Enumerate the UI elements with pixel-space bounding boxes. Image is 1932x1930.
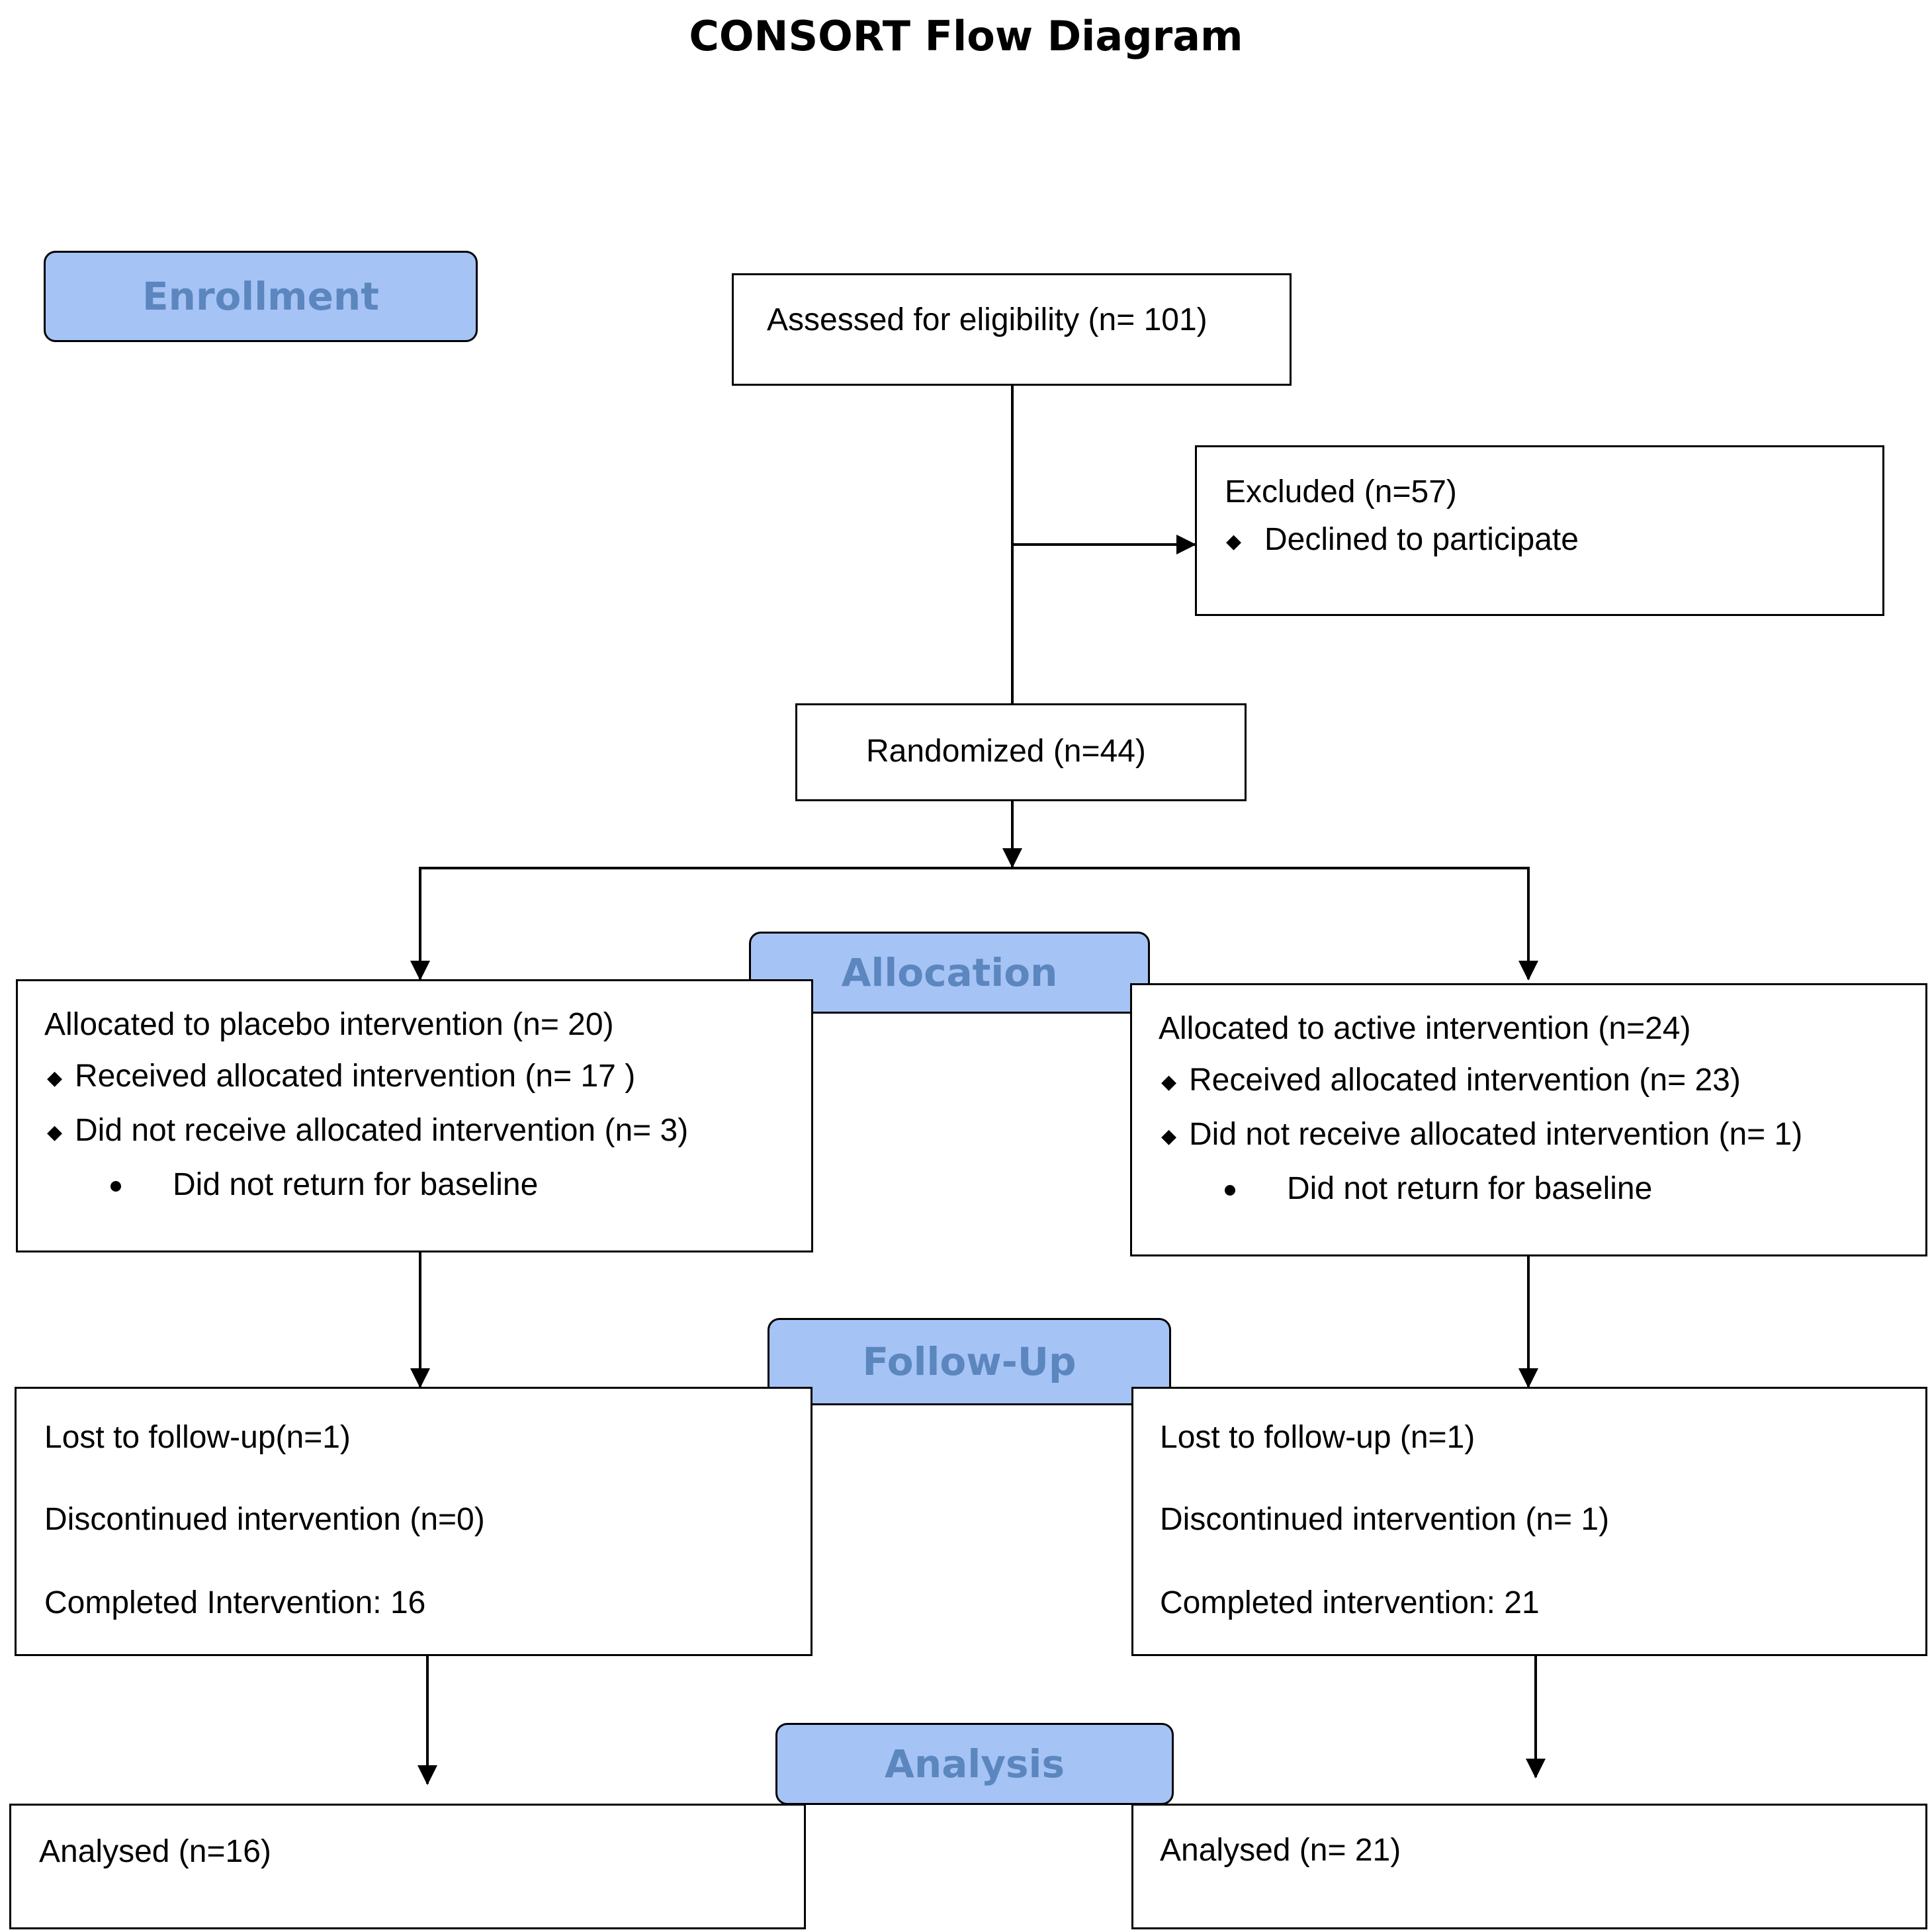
stage-analysis: Analysis [775, 1723, 1174, 1805]
placebo-not-received-item: ◆ Did not receive allocated intervention … [47, 1112, 688, 1149]
excluded-box: Excluded (n=57) ◆ Declined to participate [1195, 445, 1884, 616]
excluded-reason-item: ◆ Declined to participate [1226, 521, 1579, 558]
round-bullet-icon [110, 1181, 121, 1192]
stage-allocation: Allocation [749, 932, 1150, 1014]
placebo-followup-box: Lost to follow-up(n=1) Discontinued inte… [15, 1387, 812, 1656]
active-allocation-box: Allocated to active intervention (n=24) … [1130, 983, 1927, 1256]
placebo-lost: Lost to follow-up(n=1) [44, 1420, 351, 1455]
active-analysis-box: Analysed (n= 21) [1131, 1804, 1927, 1929]
active-lost: Lost to follow-up (n=1) [1160, 1420, 1475, 1455]
excluded-reason: Declined to participate [1264, 522, 1579, 557]
placebo-completed: Completed Intervention: 16 [44, 1585, 426, 1620]
active-followup-box: Lost to follow-up (n=1) Discontinued int… [1131, 1387, 1927, 1656]
placebo-reason: Did not return for baseline [173, 1167, 539, 1202]
active-alloc-title: Allocated to active intervention (n=24) [1159, 1011, 1691, 1046]
active-not-received: Did not receive allocated intervention (… [1189, 1117, 1803, 1152]
placebo-discontinued: Discontinued intervention (n=0) [44, 1502, 485, 1537]
active-received-item: ◆ Received allocated intervention (n= 23) [1161, 1062, 1741, 1098]
diamond-bullet-icon: ◆ [47, 1121, 63, 1143]
active-reason-item: Did not return for baseline [1225, 1170, 1652, 1207]
placebo-received-item: ◆ Received allocated intervention (n= 17 … [47, 1058, 635, 1094]
excluded-title: Excluded (n=57) [1225, 474, 1457, 509]
active-reason: Did not return for baseline [1287, 1171, 1653, 1206]
diamond-bullet-icon: ◆ [1226, 530, 1242, 552]
placebo-received: Received allocated intervention (n= 17 ) [75, 1059, 636, 1094]
active-discontinued: Discontinued intervention (n= 1) [1160, 1502, 1610, 1537]
stage-enrollment: Enrollment [44, 251, 478, 342]
placebo-allocation-box: Allocated to placebo intervention (n= 20… [16, 979, 813, 1252]
diamond-bullet-icon: ◆ [47, 1067, 63, 1089]
placebo-alloc-title: Allocated to placebo intervention (n= 20… [44, 1007, 614, 1042]
stage-followup: Follow-Up [768, 1318, 1171, 1405]
active-received: Received allocated intervention (n= 23) [1189, 1063, 1741, 1098]
active-completed: Completed intervention: 21 [1160, 1585, 1540, 1620]
diagram-title: CONSORT Flow Diagram [689, 12, 1243, 60]
assessed-text: Assessed for eligibility (n= 101) [767, 302, 1208, 337]
placebo-analysed: Analysed (n=16) [39, 1834, 271, 1869]
placebo-not-received: Did not receive allocated intervention (… [75, 1113, 689, 1148]
assessed-box: Assessed for eligibility (n= 101) [732, 273, 1292, 386]
randomized-text: Randomized (n=44) [866, 734, 1146, 769]
active-analysed: Analysed (n= 21) [1160, 1833, 1401, 1868]
placebo-analysis-box: Analysed (n=16) [9, 1804, 806, 1929]
active-not-received-item: ◆ Did not receive allocated intervention … [1161, 1116, 1802, 1153]
diamond-bullet-icon: ◆ [1161, 1125, 1177, 1147]
diamond-bullet-icon: ◆ [1161, 1071, 1177, 1093]
placebo-reason-item: Did not return for baseline [110, 1166, 538, 1203]
round-bullet-icon [1225, 1185, 1235, 1196]
randomized-box: Randomized (n=44) [795, 703, 1247, 801]
